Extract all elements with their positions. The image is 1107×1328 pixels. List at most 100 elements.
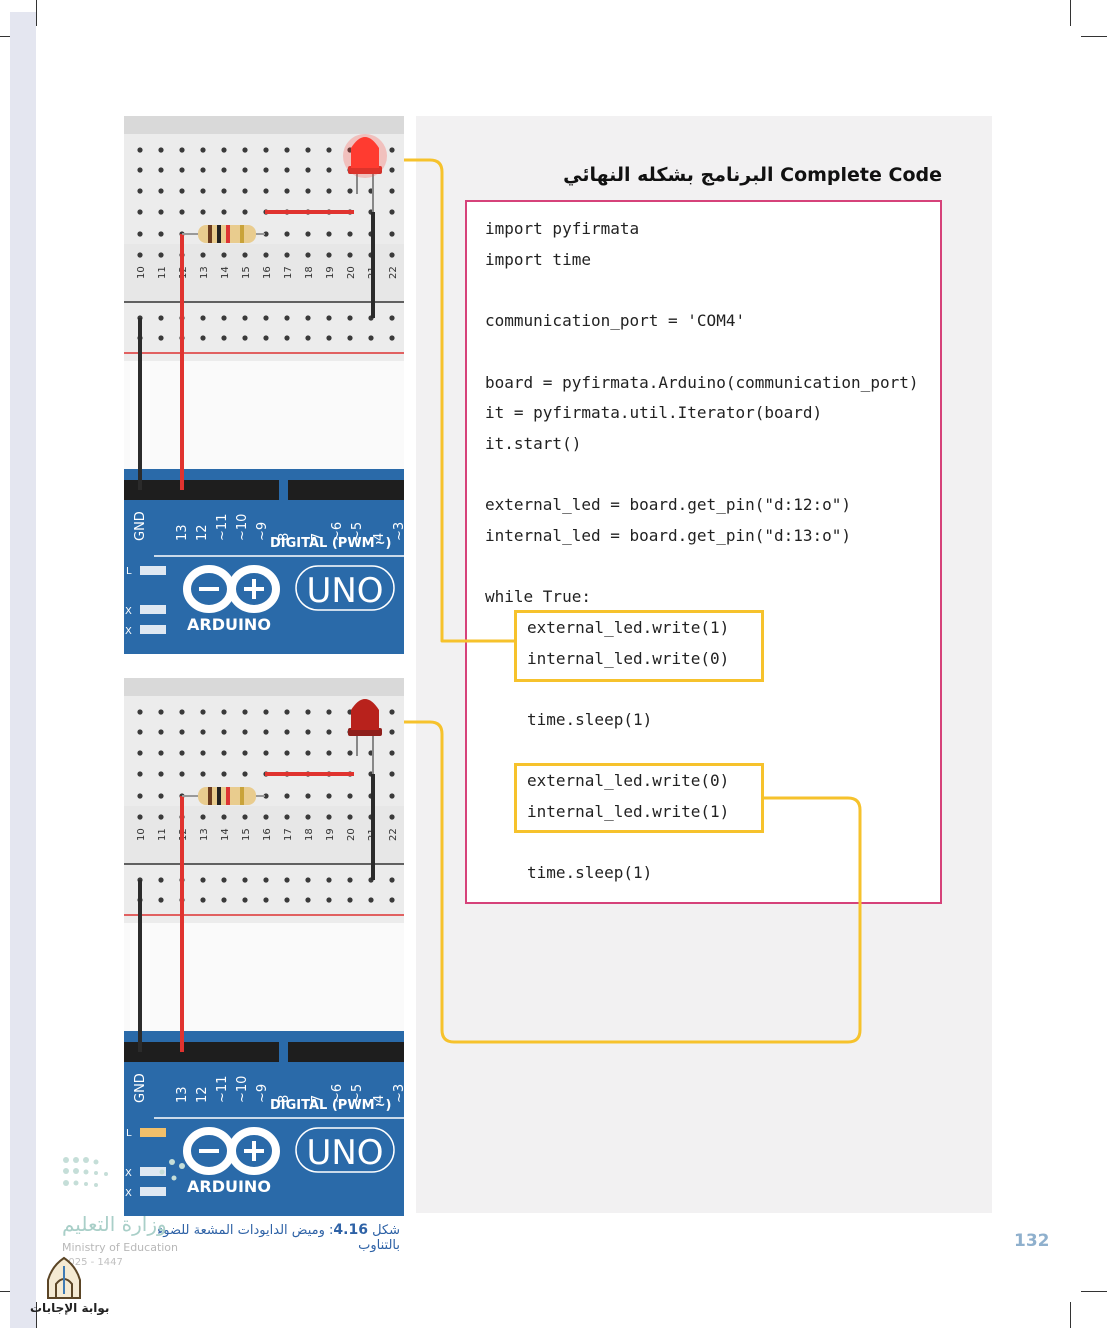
breadboard-hole [179,147,185,153]
ministry-name-arabic: وزارة التعليم [62,1212,167,1236]
pin-label: ~3 [392,522,404,541]
breadboard-hole [200,209,206,215]
breadboard-hole [179,729,185,735]
breadboard-hole [263,877,269,883]
breadboard-hole [263,335,269,341]
pin-label: 4 [372,533,387,541]
breadboard-hole [305,877,311,883]
breadboard-hole [179,188,185,194]
breadboard-hole [263,252,269,258]
breadboard-hole [347,877,353,883]
breadboard-hole [137,814,143,820]
code-line: time.sleep(1) [527,863,653,882]
breadboard-hole [326,147,332,153]
pin-label: GND [133,1073,148,1103]
breadboard-hole [158,814,164,820]
breadboard-hole [242,188,248,194]
breadboard-hole [389,335,395,341]
column-number: 11 [157,266,168,279]
breadboard-hole [158,877,164,883]
column-number: 13 [199,828,210,841]
caption-prefix: شكل [367,1223,400,1238]
breadboard-hole [263,729,269,735]
breadboard-hole [158,729,164,735]
pin-label: ~6 [330,522,345,541]
breadboard-hole [347,252,353,258]
breadboard-hole [200,709,206,715]
column-number: 18 [304,266,315,279]
led-bulb [343,134,387,212]
arduino-breadboard-top: 10111213141516171819202122 GND1312~11~10… [124,116,404,654]
arduino-label: ARDUINO [187,615,271,634]
breadboard-hole [347,750,353,756]
uno-label: UNO [306,571,383,611]
breadboard-hole [221,147,227,153]
led-bulb [348,699,382,774]
code-line: import pyfirmata [485,219,640,238]
breadboard-hole [179,750,185,756]
breadboard-hole [221,771,227,777]
pin-label: ~3 [392,1084,404,1103]
breadboard-hole [221,252,227,258]
rx-led [140,1187,166,1196]
breadboard-hole [326,793,332,799]
resistor [182,225,265,243]
column-number: 10 [136,828,147,841]
led-label: L [126,566,132,577]
column-number: 14 [220,266,231,279]
column-number: 15 [241,828,252,841]
breadboard-hole [158,793,164,799]
code-line: import time [485,250,591,269]
code-line: board = pyfirmata.Arduino(communication_… [485,373,919,392]
breadboard-hole [179,709,185,715]
breadboard-hole [242,729,248,735]
code-highlight-box [514,763,764,833]
breadboard-hole [347,335,353,341]
breadboard-hole [263,750,269,756]
breadboard-hole [389,771,395,777]
breadboard-hole [305,335,311,341]
breadboard-hole [305,231,311,237]
breadboard-hole [158,750,164,756]
pin-label: 7 [310,1095,325,1103]
pin-label: ~6 [330,1084,345,1103]
breadboard-hole [389,897,395,903]
arduino-label: ARDUINO [187,1177,271,1196]
digital-label: DIGITAL (PWM~) [270,1098,391,1113]
digital-label: DIGITAL (PWM~) [270,536,391,551]
breadboard-hole [305,793,311,799]
breadboard-hole [305,709,311,715]
breadboard-hole [158,709,164,715]
figure-caption: شكل 4.16: وميض الدايودات المشعة للضوء با… [130,1222,400,1253]
pin-label: 13 [175,1086,190,1103]
resistor [182,787,265,805]
breadboard-hole [179,167,185,173]
breadboard-hole [305,729,311,735]
breadboard-hole [200,252,206,258]
ministry-year: 2025 - 1447 [62,1257,123,1268]
breadboard-hole [305,750,311,756]
breadboard-hole [326,252,332,258]
column-number: 18 [304,828,315,841]
breadboard-hole [137,209,143,215]
pin-label: 8 [277,533,292,541]
code-line: external_led.write(1) [527,618,730,637]
breadboard-hole [389,877,395,883]
breadboard-hole [221,729,227,735]
pin-label: ~5 [350,1084,365,1103]
tx-label: X [125,1168,132,1179]
pin-label: 4 [372,1095,387,1103]
breadboard-hole [137,729,143,735]
breadboard-hole [305,814,311,820]
breadboard-hole [200,877,206,883]
breadboard-hole [242,167,248,173]
breadboard-hole [137,793,143,799]
breadboard-hole [200,167,206,173]
code-line: it = pyfirmata.util.Iterator(board) [485,403,823,422]
code-line: while True: [485,587,591,606]
breadboard-hole [242,814,248,820]
breadboard-hole [242,897,248,903]
tx-led [140,605,166,614]
breadboard-hole [263,167,269,173]
breadboard-hole [137,167,143,173]
